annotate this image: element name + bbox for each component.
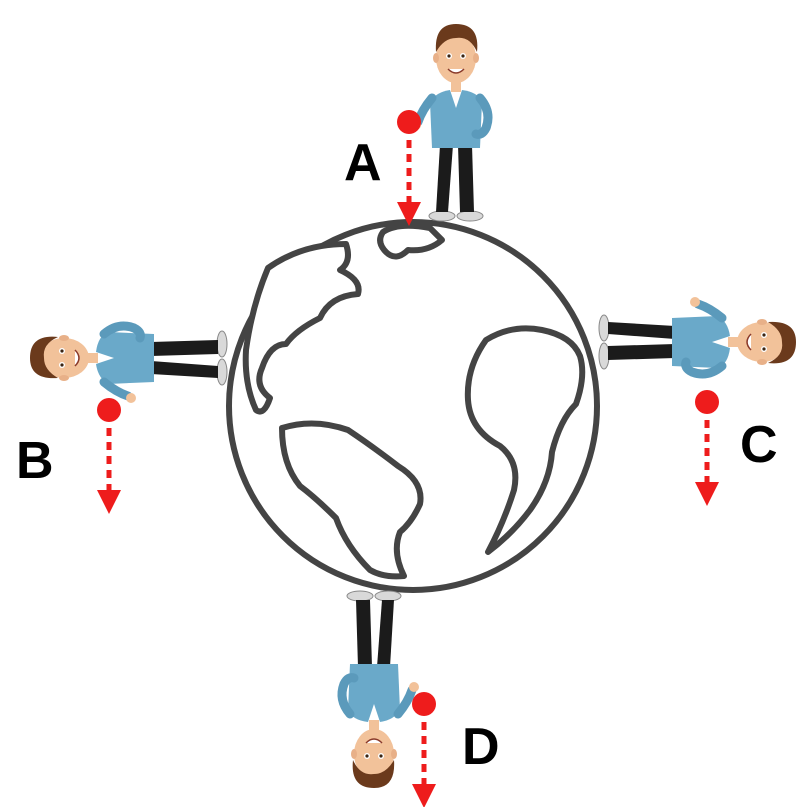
person-c: C [599,297,796,506]
person-figure-icon [342,591,419,788]
falling-ball-b [97,398,121,514]
person-figure-icon [411,24,488,221]
position-label-d: D [462,718,500,776]
falling-ball-a [397,110,421,226]
position-label-a: A [344,134,382,192]
falling-ball-d [412,692,436,807]
person-a: A [344,24,488,226]
position-label-c: C [740,416,778,474]
person-figure-icon [30,326,227,403]
earth-globe-icon [226,219,600,593]
person-d: D [342,591,500,807]
position-label-b: B [16,432,54,490]
person-figure-icon [599,297,796,374]
person-b: B [16,326,227,514]
falling-ball-c [695,390,719,506]
